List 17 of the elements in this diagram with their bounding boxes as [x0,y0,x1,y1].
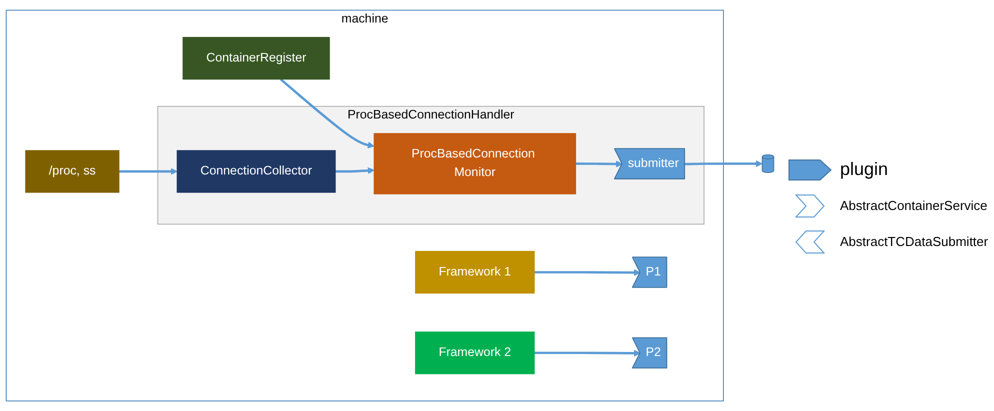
arrow [576,160,623,168]
node-box: Framework 2 [415,331,535,374]
arrow [280,78,374,148]
arrow [335,167,374,174]
arrow [685,160,762,168]
arrow [534,350,641,357]
legend-label: AbstractContainerService [840,198,988,213]
node-box: ContainerRegister [182,36,330,80]
arrow [118,168,178,175]
node-box: Framework 1 [415,250,535,294]
node-box: /proc, ss [25,150,120,193]
legend-label: AbstractTCDataSubmitter [840,234,988,249]
legend-label: plugin [840,159,888,180]
arrow [534,269,641,276]
node-box: ProcBasedConnection Monitor [374,133,576,194]
node-cylinder [762,154,774,173]
node-box: ConnectionCollector [176,150,336,193]
